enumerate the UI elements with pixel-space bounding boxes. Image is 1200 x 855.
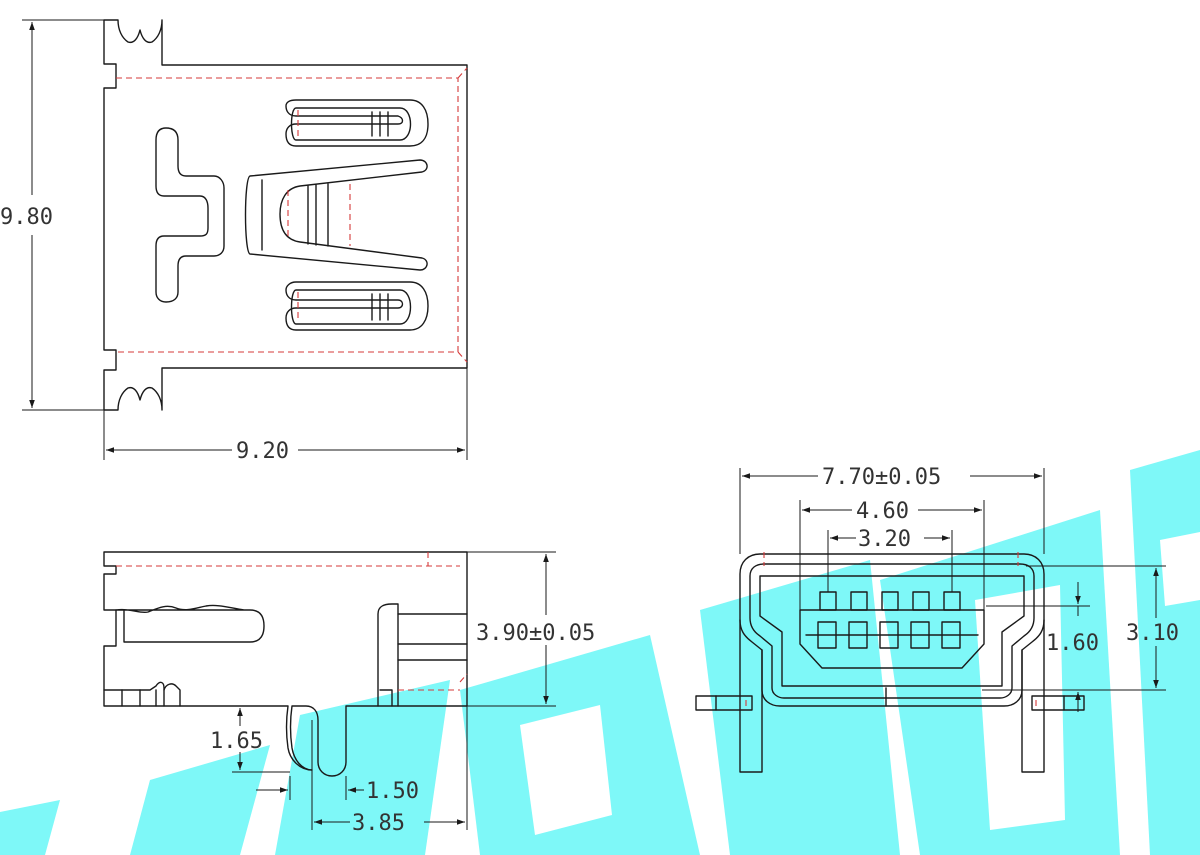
side-view-leg-offset-label: 3.85 (352, 811, 405, 836)
top-view-hidden-outline (116, 77, 459, 353)
top-view-height-label: 9.80 (0, 205, 53, 230)
side-view-leg-width-dimension (256, 776, 364, 800)
top-view-cross-cutout (155, 127, 225, 303)
side-view-leg-width-label: 1.50 (366, 779, 419, 804)
watermark (0, 450, 1200, 855)
top-view-width-label: 9.20 (236, 439, 289, 464)
side-view-leg-height-label: 1.65 (210, 729, 263, 754)
side-view-slot (115, 604, 265, 643)
side-view-outline (103, 551, 468, 777)
front-view-overall-height-dimension (1026, 565, 1166, 691)
top-view-width-dimension (103, 368, 468, 460)
side-view-leg-offset-dimension (314, 706, 468, 830)
front-view-slot-height-label: 1.60 (1046, 631, 1099, 656)
front-view-overall-width-label: 7.70±0.05 (822, 465, 941, 490)
top-view-v-spring (244, 159, 428, 271)
side-view-height-label: 3.90±0.05 (476, 621, 595, 646)
front-view-pin-span-label: 3.20 (858, 527, 911, 552)
side-view (103, 551, 468, 830)
front-view-right-tab (1031, 695, 1085, 711)
front-view-inner-width-dimension (799, 500, 985, 610)
top-view-height-dimension (22, 19, 104, 411)
front-view-overall-width-dimension (739, 468, 1045, 554)
front-view-pin-span-dimension (827, 530, 953, 592)
front-view-overall-height-label: 3.10 (1126, 621, 1179, 646)
side-view-right-block (377, 603, 399, 707)
front-view-left-leg (739, 619, 763, 773)
top-view-upper-finger (285, 99, 429, 147)
top-view-outline (103, 19, 468, 411)
front-view-inner-width-label: 4.60 (856, 499, 909, 524)
top-view-lower-finger (285, 281, 429, 331)
front-view-inner-shell (749, 563, 1035, 699)
front-view-left-tab (695, 695, 753, 711)
side-view-leg-height-dimension (232, 708, 290, 773)
top-view (103, 19, 468, 411)
front-view-right-leg (1021, 619, 1045, 773)
front-view-pins (805, 591, 979, 649)
side-view-height-dimension (467, 551, 556, 707)
